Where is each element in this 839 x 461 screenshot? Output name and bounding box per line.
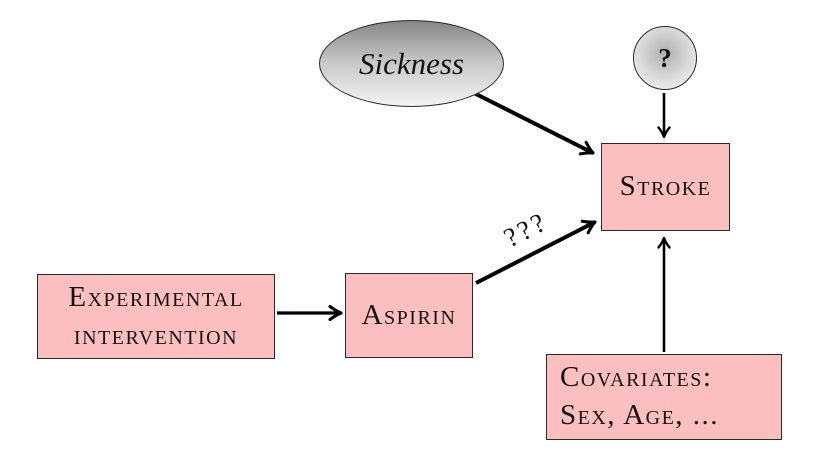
node-stroke: Stroke bbox=[601, 143, 730, 231]
node-covariates: Covariates: Sex, Age, ... bbox=[546, 354, 782, 440]
node-aspirin: Aspirin bbox=[345, 273, 473, 358]
node-sickness: Sickness bbox=[319, 20, 504, 107]
edge-sickness-to-stroke bbox=[471, 90, 595, 156]
covariates-label-line2: Sex, Age, ... bbox=[560, 399, 720, 431]
covariates-label-line1: Covariates: bbox=[560, 361, 713, 394]
node-experimental-intervention: Experimental intervention bbox=[37, 274, 275, 359]
unknown-confounder-label: ? bbox=[658, 42, 672, 73]
stroke-label: Stroke bbox=[619, 170, 712, 203]
aspirin-label: Aspirin bbox=[361, 298, 457, 331]
experimental-intervention-label-line1: Experimental bbox=[68, 280, 244, 313]
node-unknown-confounder: ? bbox=[633, 26, 697, 90]
experimental-intervention-label-line2: intervention bbox=[73, 318, 239, 351]
sickness-label: Sickness bbox=[358, 45, 465, 81]
aspirin-stroke-uncertainty-label: ??? bbox=[498, 205, 553, 254]
